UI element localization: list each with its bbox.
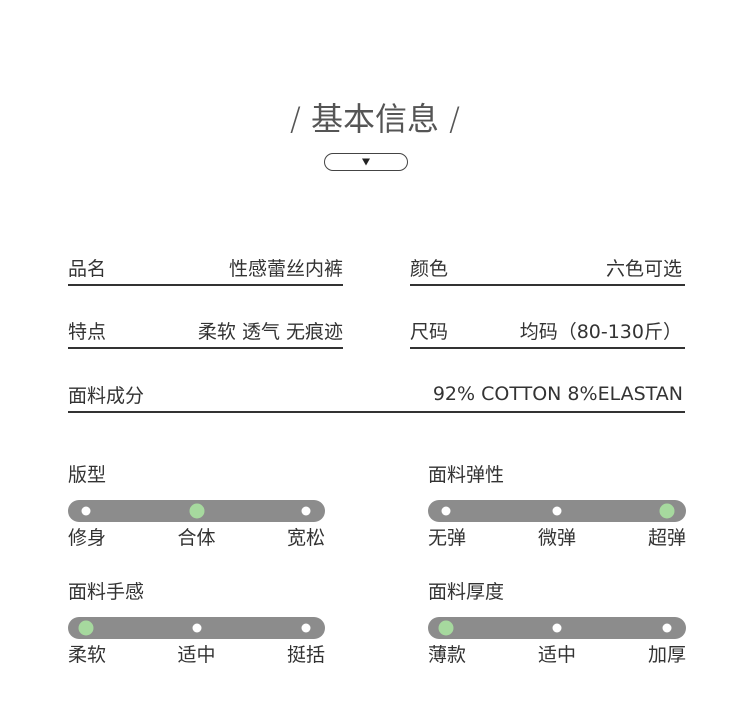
spec-row-product-name: 品名 性感蕾丝内裤 bbox=[68, 251, 343, 286]
spec-label: 品名 bbox=[68, 258, 107, 280]
spec-value: 性感蕾丝内裤 bbox=[228, 258, 343, 280]
scale-stop-dot bbox=[552, 623, 562, 633]
spec-value: 均码（80-130斤） bbox=[519, 321, 682, 343]
caret-down-icon bbox=[362, 158, 370, 166]
scale-labels: 无弹 微弹 超弹 bbox=[428, 526, 686, 550]
scale-option-label: 适中 bbox=[537, 644, 576, 666]
attribute-scale-track bbox=[428, 617, 686, 639]
section-title: / 基本信息 / bbox=[290, 100, 460, 138]
spec-label: 面料成分 bbox=[68, 384, 145, 407]
scale-option-label: 柔软 bbox=[68, 644, 107, 666]
scale-stop-dot bbox=[301, 506, 311, 516]
spec-label: 尺码 bbox=[410, 321, 449, 343]
attribute-title: 版型 bbox=[68, 464, 107, 486]
spec-row-fabric-composition: 面料成分 92% COTTON 8%ELASTAN bbox=[68, 377, 685, 413]
scale-stop-dot bbox=[192, 623, 201, 633]
attribute-scale-track bbox=[68, 500, 325, 522]
scale-option-label: 薄款 bbox=[428, 644, 467, 666]
attribute-title: 面料弹性 bbox=[428, 464, 505, 486]
attribute-scale-track bbox=[428, 500, 686, 522]
scale-option-label: 挺括 bbox=[286, 644, 325, 666]
scale-stop-dot bbox=[441, 506, 451, 516]
scale-stop-dot bbox=[301, 623, 311, 633]
scale-option-label: 微弹 bbox=[537, 527, 576, 549]
attribute-scale-track bbox=[68, 617, 325, 639]
scale-labels: 修身 合体 宽松 bbox=[68, 526, 325, 550]
scale-labels: 薄款 适中 加厚 bbox=[428, 643, 686, 667]
scale-labels: 柔软 适中 挺括 bbox=[68, 643, 325, 667]
spec-row-features: 特点 柔软 透气 无痕迹 bbox=[68, 314, 343, 349]
scale-option-label: 无弹 bbox=[428, 527, 467, 549]
scale-selected-dot bbox=[78, 620, 94, 636]
spec-label: 颜色 bbox=[410, 258, 449, 280]
spec-value: 柔软 透气 无痕迹 bbox=[197, 321, 343, 343]
scale-option-label: 加厚 bbox=[647, 644, 686, 666]
attribute-fit: 版型 修身 合体 宽松 bbox=[68, 463, 325, 550]
spec-value: 92% COTTON 8%ELASTAN bbox=[432, 383, 683, 405]
scale-stop-dot bbox=[662, 623, 672, 633]
scale-option-label: 超弹 bbox=[647, 527, 686, 549]
attribute-title: 面料手感 bbox=[68, 581, 145, 603]
attribute-elasticity: 面料弹性 无弹 微弹 超弹 bbox=[428, 463, 686, 550]
spec-label: 特点 bbox=[68, 321, 107, 343]
scale-option-label: 修身 bbox=[68, 527, 107, 549]
scale-selected-dot bbox=[659, 503, 675, 519]
attribute-hand-feel: 面料手感 柔软 适中 挺括 bbox=[68, 580, 325, 667]
spec-value: 六色可选 bbox=[605, 258, 682, 280]
scale-selected-dot bbox=[189, 503, 204, 519]
scale-stop-dot bbox=[552, 506, 562, 516]
scale-stop-dot bbox=[81, 506, 91, 516]
scale-selected-dot bbox=[438, 620, 454, 636]
scale-option-label: 合体 bbox=[177, 527, 216, 549]
attribute-thickness: 面料厚度 薄款 适中 加厚 bbox=[428, 580, 686, 667]
scale-option-label: 宽松 bbox=[286, 527, 325, 549]
collapse-toggle bbox=[324, 153, 408, 171]
scale-option-label: 适中 bbox=[177, 644, 216, 666]
attribute-title: 面料厚度 bbox=[428, 581, 505, 603]
spec-row-size: 尺码 均码（80-130斤） bbox=[410, 314, 685, 349]
spec-row-color: 颜色 六色可选 bbox=[410, 251, 685, 286]
